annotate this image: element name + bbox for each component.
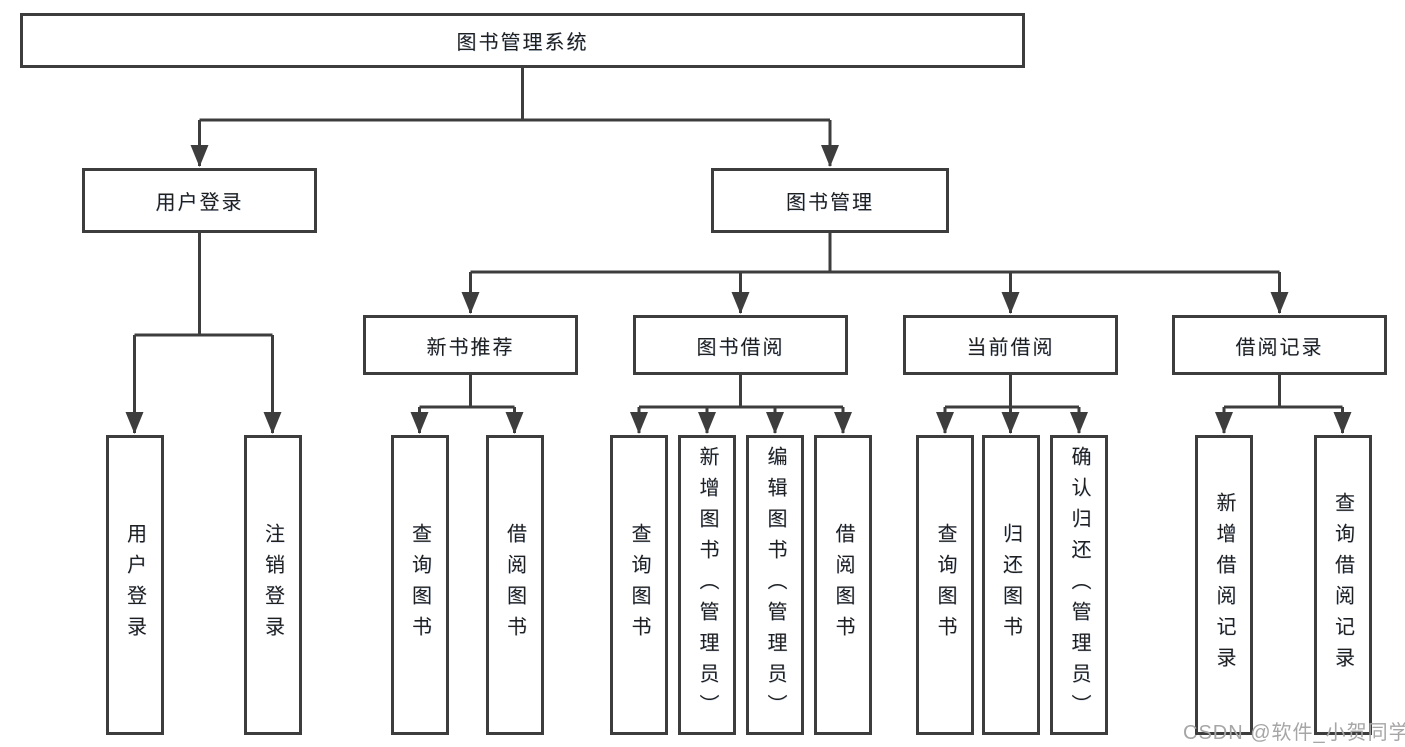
node-library-system: 图书管理系统 xyxy=(20,13,1025,68)
node-borrowing-records: 借阅记录 xyxy=(1172,315,1387,375)
node-leaf-query-books-recommend: 查询图书 xyxy=(390,435,449,735)
node-leaf-borrow-books-borrowing: 借阅图书 xyxy=(814,435,872,735)
node-label: 用户登录 xyxy=(155,192,244,214)
node-label: 编辑图书（管理员） xyxy=(764,445,786,725)
node-leaf-edit-book-admin: 编辑图书（管理员） xyxy=(746,435,804,735)
node-leaf-return-book: 归还图书 xyxy=(981,435,1040,735)
node-label: 新增图书（管理员） xyxy=(696,445,718,725)
csdn-watermark: CSDN @软件_小贺同学 xyxy=(1183,722,1405,744)
node-leaf-query-books-current: 查询图书 xyxy=(916,435,974,735)
node-label: 图书借阅 xyxy=(696,336,785,359)
node-label: 借阅图书 xyxy=(503,523,526,647)
node-label: 查询图书 xyxy=(408,523,431,647)
node-label: 确认归还（管理员） xyxy=(1068,445,1090,725)
node-new-book-recommendation: 新书推荐 xyxy=(363,315,578,375)
node-label: 查询借阅记录 xyxy=(1331,492,1354,678)
connector-arrows xyxy=(125,120,1352,434)
node-label: 查询图书 xyxy=(628,523,650,647)
node-label: 新书推荐 xyxy=(426,336,515,359)
node-label: 用户登录 xyxy=(123,523,146,647)
node-leaf-query-borrow-record: 查询借阅记录 xyxy=(1313,435,1372,735)
node-label: 借阅记录 xyxy=(1235,336,1324,359)
node-label: 图书管理系统 xyxy=(456,32,589,54)
node-label: 借阅图书 xyxy=(832,523,854,647)
node-label: 新增借阅记录 xyxy=(1213,492,1235,678)
node-label: 图书管理 xyxy=(786,192,874,214)
node-current-borrowing: 当前借阅 xyxy=(903,315,1118,375)
node-label: 当前借阅 xyxy=(966,336,1055,359)
node-leaf-confirm-return-admin: 确认归还（管理员） xyxy=(1050,435,1108,735)
node-label: 查询图书 xyxy=(934,523,956,647)
node-book-borrowing: 图书借阅 xyxy=(633,315,848,375)
node-leaf-query-books-borrowing: 查询图书 xyxy=(610,435,668,735)
node-leaf-add-borrow-record: 新增借阅记录 xyxy=(1195,435,1253,735)
node-label: 归还图书 xyxy=(999,523,1022,647)
node-user-login: 用户登录 xyxy=(82,168,317,233)
node-leaf-logout: 注销登录 xyxy=(243,435,302,735)
node-leaf-borrow-books-recommend: 借阅图书 xyxy=(485,435,544,735)
node-book-management: 图书管理 xyxy=(711,168,949,233)
node-label: 注销登录 xyxy=(261,523,284,647)
node-leaf-add-book-admin: 新增图书（管理员） xyxy=(678,435,736,735)
node-leaf-user-login: 用户登录 xyxy=(105,435,164,735)
